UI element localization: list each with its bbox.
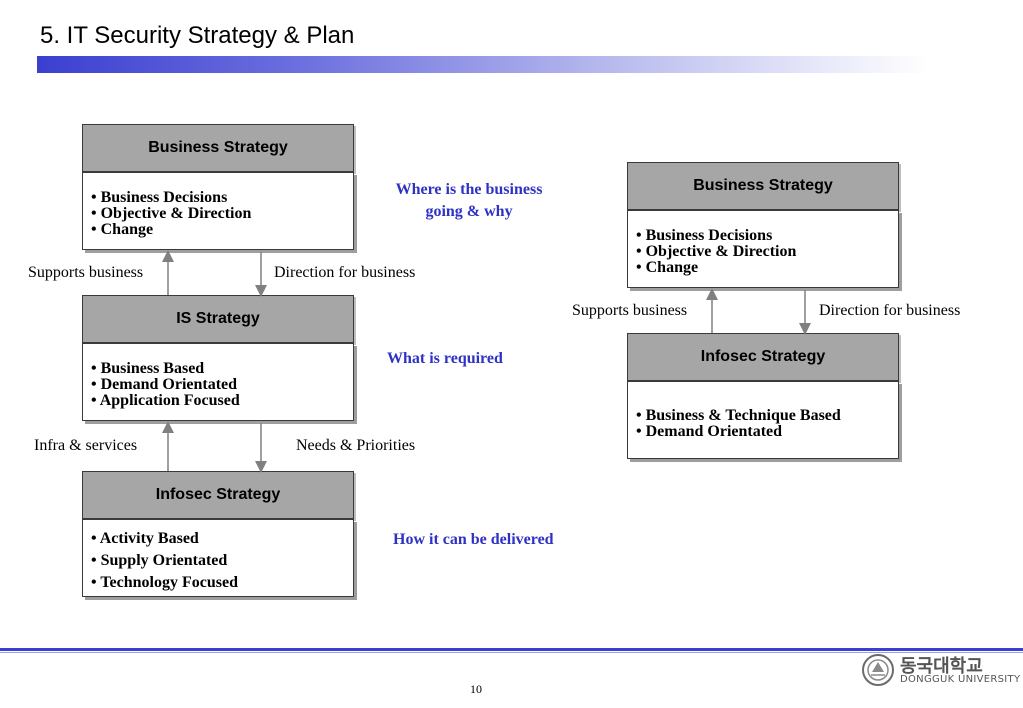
right-infosec-strategy-box: Infosec Strategy Business & Technique Ba…: [627, 333, 899, 459]
box-header: Infosec Strategy: [82, 471, 354, 519]
question-what: What is required: [387, 350, 503, 367]
list-item: Objective & Direction: [636, 244, 890, 260]
question-where: Where is the business going & why: [379, 179, 559, 223]
page-number: 10: [470, 682, 482, 696]
footer-rule: [0, 648, 1023, 651]
logo-korean-text: 동국대학교: [900, 656, 983, 677]
box-body: Business Decisions Objective & Direction…: [627, 210, 899, 288]
arrow-label-direction-for-business: Direction for business: [819, 302, 961, 319]
list-item: Change: [636, 260, 890, 276]
list-item: Demand Orientated: [91, 377, 345, 393]
list-item: Technology Focused: [91, 572, 345, 594]
box-header: Business Strategy: [82, 124, 354, 172]
question-line: Where is the business: [395, 181, 543, 198]
page-title: 5. IT Security Strategy & Plan: [40, 22, 355, 49]
list-item: Business Decisions: [91, 190, 345, 206]
list-item: Business Decisions: [636, 228, 890, 244]
box-header: Infosec Strategy: [627, 333, 899, 381]
question-how: How it can be delivered: [393, 531, 554, 548]
box-body: Business & Technique Based Demand Orient…: [627, 381, 899, 459]
arrow-label-needs-priorities: Needs & Priorities: [296, 437, 416, 454]
left-business-strategy-box: Business Strategy Business Decisions Obj…: [82, 124, 354, 250]
list-item: Business Based: [91, 361, 345, 377]
arrow-label-direction-for-business: Direction for business: [274, 264, 416, 281]
box-body: Business Based Demand Orientated Applica…: [82, 343, 354, 421]
box-body: Business Decisions Objective & Direction…: [82, 172, 354, 250]
university-seal-icon: [862, 654, 894, 686]
arrow-label-supports-business: Supports business: [28, 264, 144, 281]
box-header: Business Strategy: [627, 162, 899, 210]
arrow-label-supports-business: Supports business: [572, 302, 688, 319]
logo-english-text: DONGGUK UNIVERSITY: [900, 674, 1021, 685]
arrow-label-infra-services: Infra & services: [34, 437, 138, 454]
left-is-strategy-box: IS Strategy Business Based Demand Orient…: [82, 295, 354, 421]
question-line: going & why: [425, 203, 513, 220]
left-infosec-strategy-box: Infosec Strategy Activity Based Supply O…: [82, 471, 354, 597]
list-item: Business & Technique Based: [636, 408, 890, 424]
right-business-strategy-box: Business Strategy Business Decisions Obj…: [627, 162, 899, 288]
title-underline-bar: [37, 56, 927, 73]
box-header: IS Strategy: [82, 295, 354, 343]
list-item: Demand Orientated: [636, 424, 890, 440]
list-item: Activity Based: [91, 528, 345, 550]
footer-rule-thin: [0, 652, 1023, 653]
list-item: Objective & Direction: [91, 206, 345, 222]
list-item: Application Focused: [91, 393, 345, 409]
list-item: Supply Orientated: [91, 550, 345, 572]
list-item: Change: [91, 222, 345, 238]
box-body: Activity Based Supply Orientated Technol…: [82, 519, 354, 597]
